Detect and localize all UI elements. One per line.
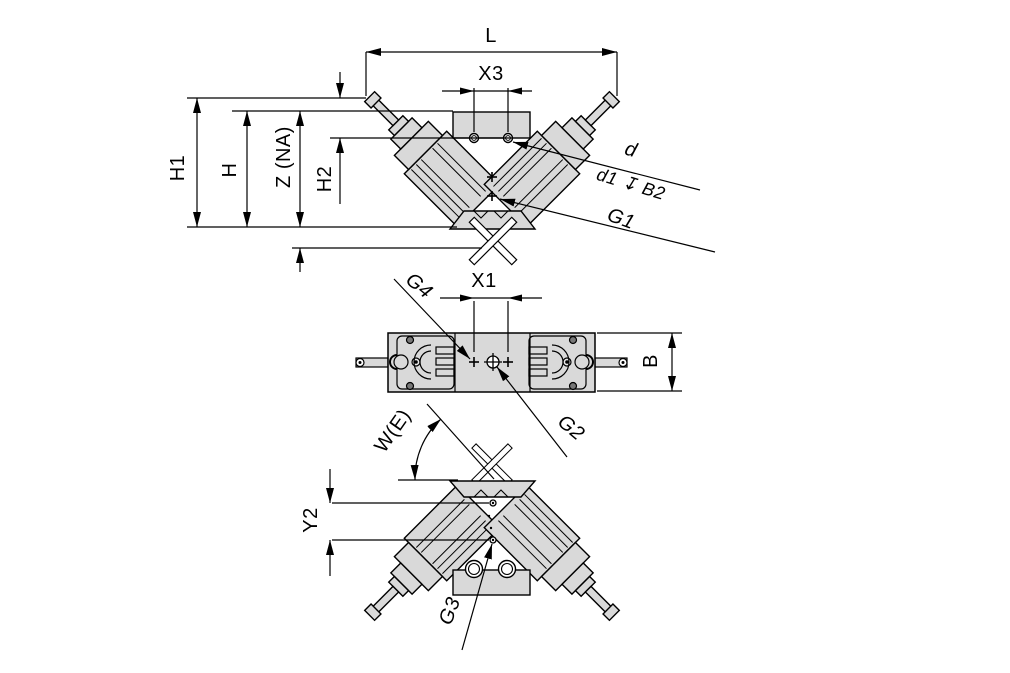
dim-label-h: H [219,162,241,178]
plan-leader-lines [393,278,568,458]
dim-label-z-na: Z (NA) [273,126,295,188]
gripper-body-open [347,443,637,638]
dim-label-l: L [485,25,497,47]
gripper-body-plan [355,332,628,393]
dim-label-x1: X1 [471,270,497,292]
dim-label-h1: H1 [167,154,189,182]
front-view [187,48,716,272]
dim-label-h2: H2 [314,165,336,193]
dim-label-y2: Y2 [300,507,322,533]
dim-label-x3: X3 [478,63,504,85]
dim-label-b: B [640,354,662,368]
plan-dimension-lines [440,294,682,392]
front-dimension-lines [187,48,618,272]
open-dimension-lines [326,403,495,576]
front-leader-lines [499,141,716,253]
plan-view [355,278,682,458]
open-leader-lines [461,543,493,651]
open-view [326,403,637,651]
gripper-body-front [347,74,637,266]
